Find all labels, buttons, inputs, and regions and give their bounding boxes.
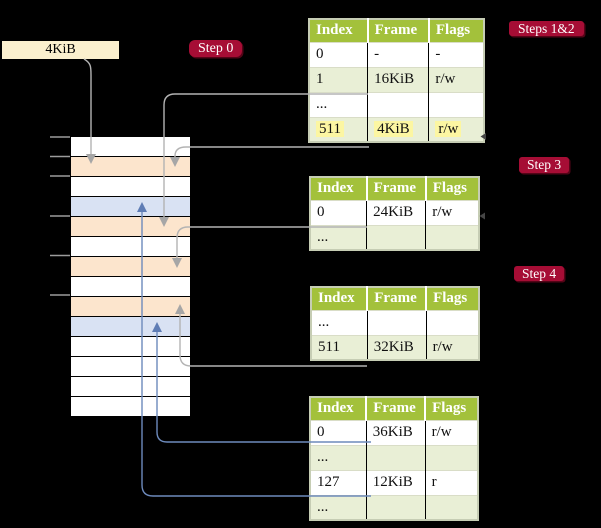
table-row: ... — [310, 444, 478, 470]
table-cell — [425, 494, 478, 520]
table-cell: r — [425, 469, 478, 495]
badge-steps-1-2: Steps 1&2 — [509, 21, 584, 36]
badge-step-3: Step 3 — [519, 157, 570, 173]
table-cell: 12KiB — [366, 469, 426, 495]
table-cell — [425, 444, 478, 470]
badge-steps-1-2-label: Steps 1&2 — [518, 20, 575, 36]
table-row: 511 4KiB r/w — [309, 116, 484, 142]
memory-frame-row-12 — [71, 357, 190, 377]
memory-frame-row-6 — [71, 237, 190, 257]
table-cell: 127 — [310, 469, 367, 495]
table-cell: 24KiB — [366, 199, 427, 225]
table-cell: 0 — [310, 199, 368, 225]
table-row: ... — [310, 224, 479, 250]
table-cell: r/w — [425, 199, 479, 225]
memory-column — [70, 136, 191, 417]
table-cell — [426, 309, 479, 335]
column-header-index: Index — [310, 177, 368, 200]
memory-frame-row-5 — [71, 217, 190, 237]
column-header-flags: Flags — [428, 19, 484, 42]
badge-step-0: Step 0 — [189, 40, 243, 57]
memory-frame-row-9 — [71, 297, 190, 317]
table-cell — [425, 224, 479, 250]
table-row: ... — [311, 309, 479, 335]
table-cell: ... — [309, 91, 369, 117]
column-header-frame: Frame — [367, 19, 430, 42]
table-cell: 16KiB — [367, 66, 430, 92]
table-cell: - — [428, 41, 484, 67]
memory-frame-row-13 — [71, 377, 190, 397]
table-cell — [366, 444, 426, 470]
badge-step-0-label: Step 0 — [198, 40, 234, 56]
table-cell: r/w — [428, 116, 484, 142]
table-cell: 32KiB — [367, 334, 427, 360]
table-cell: ... — [311, 309, 368, 335]
column-header-flags: Flags — [425, 397, 478, 420]
memory-frame-row-11 — [71, 337, 190, 357]
badge-step-3-label: Step 3 — [527, 157, 562, 172]
column-header-frame: Frame — [367, 287, 428, 310]
memory-frame-row-2 — [71, 157, 190, 177]
table-cell: r/w — [426, 334, 479, 360]
table-cell: r/w — [425, 419, 478, 445]
frame-size-label: 4KiB — [2, 41, 119, 59]
table-cell: 4KiB — [367, 116, 430, 142]
column-header-frame: Frame — [366, 177, 427, 200]
column-header-index: Index — [310, 397, 368, 420]
table-cell: 1 — [309, 66, 369, 92]
table-row: ... — [309, 91, 484, 117]
column-header-frame: Frame — [366, 397, 427, 420]
table-cell: 0 — [310, 419, 367, 445]
table-cell: 36KiB — [366, 419, 426, 445]
table-cell — [366, 224, 427, 250]
memory-frame-row-8 — [71, 277, 190, 297]
table-cell — [428, 91, 484, 117]
table-cell — [367, 309, 427, 335]
column-header-index: Index — [311, 287, 369, 310]
highlighted-value: 4KiB — [374, 120, 413, 137]
table-cell — [366, 494, 426, 520]
table-cell: 0 — [309, 41, 369, 67]
table-cell: r/w — [428, 66, 484, 92]
address-tick-marks — [50, 136, 70, 296]
table-row: 0-- — [309, 41, 484, 67]
memory-frame-row-3 — [71, 177, 190, 197]
highlighted-value: 511 — [316, 120, 344, 137]
memory-frame-row-1 — [71, 137, 190, 157]
memory-frame-row-7 — [71, 257, 190, 277]
table-cell: - — [367, 41, 430, 67]
row-marker-table2-0 — [479, 212, 485, 220]
memory-frame-row-4 — [71, 197, 190, 217]
column-header-flags: Flags — [426, 287, 479, 310]
arrow-entry511-to-frame-4kib — [170, 146, 369, 167]
table-cell: ... — [310, 444, 367, 470]
memory-frame-row-14 — [71, 397, 190, 416]
badge-step-4: Step 4 — [514, 265, 565, 281]
table-cell: 511 — [309, 116, 369, 142]
column-header-flags: Flags — [425, 177, 479, 200]
table-cell: 511 — [311, 334, 368, 360]
memory-frame-row-10 — [71, 317, 190, 337]
table-row: ... — [310, 494, 478, 520]
table-cell — [367, 91, 430, 117]
column-header-index: Index — [309, 19, 369, 42]
highlighted-value: r/w — [435, 120, 462, 137]
badge-step-4-label: Step 4 — [522, 265, 557, 281]
frame-size-text: 4KiB — [45, 42, 76, 57]
table-cell: ... — [310, 224, 368, 250]
table-cell: ... — [310, 494, 367, 520]
